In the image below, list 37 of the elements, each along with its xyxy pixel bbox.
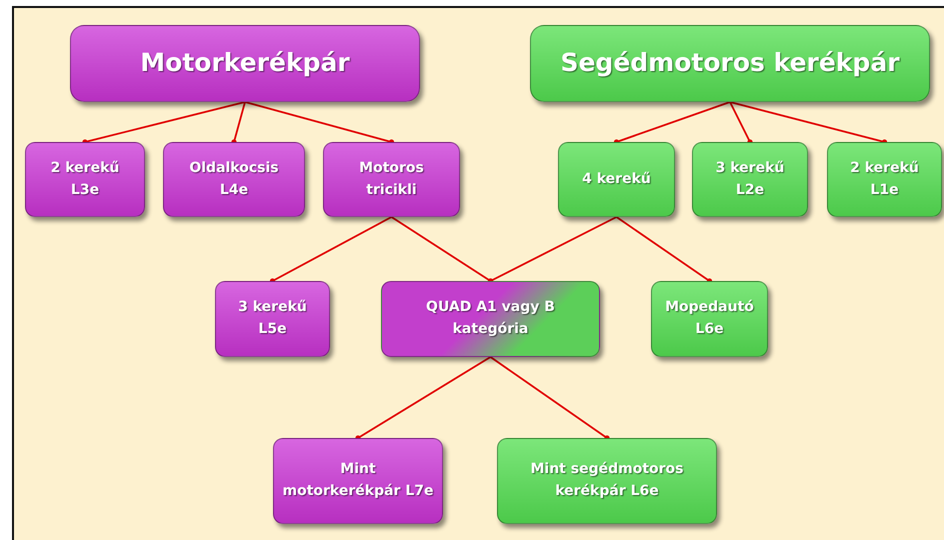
connector-line	[490, 356, 610, 441]
box-label: 4 kerekű	[582, 170, 651, 189]
class-box	[651, 281, 768, 357]
connector-line	[244, 101, 394, 145]
connector-line	[614, 101, 730, 145]
connector-line	[82, 101, 246, 145]
class-box	[215, 281, 330, 357]
box-label: Motorkerékpár	[140, 47, 350, 80]
class-box	[381, 281, 600, 357]
connector-line	[231, 102, 246, 145]
class-box	[692, 142, 808, 217]
connector-line	[270, 216, 392, 284]
category-box	[70, 25, 420, 102]
box-label: Oldalkocsis L4e	[188, 158, 280, 200]
class-box	[497, 438, 717, 524]
box-label: Mopedautó L6e	[664, 298, 755, 339]
class-box	[827, 142, 942, 217]
class-box	[323, 142, 460, 217]
box-label: Segédmotoros kerékpár	[560, 47, 900, 80]
box-label: Mint motorkerékpár L7e	[282, 460, 434, 501]
connector-line	[730, 101, 888, 145]
class-box	[163, 142, 305, 217]
box-label: 2 kerekű L3e	[50, 158, 120, 200]
connector-line	[729, 102, 753, 145]
box-label: Motoros tricikli	[358, 158, 425, 200]
connector-line	[488, 216, 617, 284]
box-label: 2 kerekű L1e	[849, 158, 920, 200]
box-label: 3 kerekű L5e	[237, 298, 308, 339]
connector-line	[616, 216, 712, 284]
connector-line	[355, 356, 491, 441]
class-box	[558, 142, 675, 217]
box-label: 3 kerekű L2e	[714, 158, 786, 200]
box-label: Mint segédmotoros kerékpár L6e	[529, 460, 684, 501]
class-box	[25, 142, 145, 217]
box-label: QUAD A1 vagy B kategória	[425, 298, 556, 339]
class-box	[273, 438, 443, 524]
category-box	[530, 25, 930, 102]
